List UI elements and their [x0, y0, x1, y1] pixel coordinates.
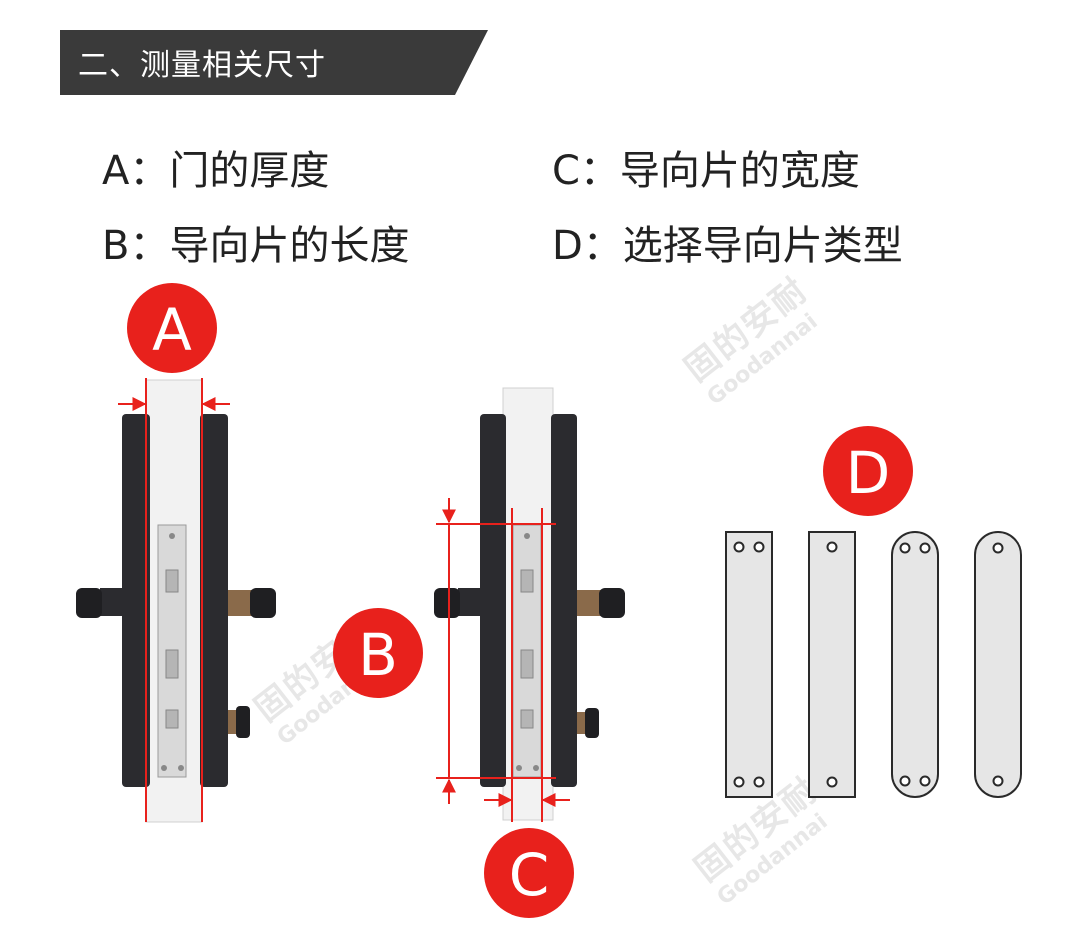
guide-plate-rounded-2-hole-icon — [974, 531, 1022, 798]
section-banner — [60, 30, 488, 95]
legend-item-d: D：选择导向片类型 — [552, 223, 903, 269]
section-title: 二、测量相关尺寸 — [78, 48, 326, 83]
door-lock-a-icon — [76, 378, 276, 823]
legend-item-b: B：导向片的长度 — [102, 223, 410, 269]
svg-text:D: D — [846, 439, 891, 507]
door-lock-bc-icon — [434, 387, 625, 822]
guide-plate-square-4-hole-icon — [725, 531, 773, 798]
legend-item-a: A：门的厚度 — [102, 148, 330, 194]
marker-b: B — [333, 608, 423, 698]
svg-text:A: A — [152, 296, 192, 364]
guide-plate-rounded-4-hole-icon — [891, 531, 939, 798]
guide-plate-square-2-hole-icon — [808, 531, 856, 798]
legend-item-c: C：导向片的宽度 — [552, 148, 860, 194]
marker-a: A — [127, 283, 217, 373]
svg-text:B: B — [358, 621, 398, 689]
marker-d: D — [823, 426, 913, 516]
marker-c: C — [484, 828, 574, 918]
svg-text:C: C — [509, 841, 550, 909]
